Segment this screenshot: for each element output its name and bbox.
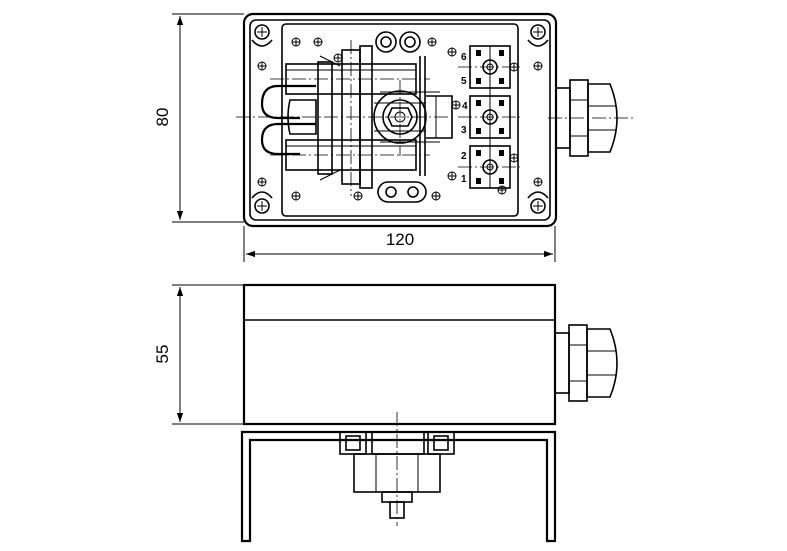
side-screw-left-top xyxy=(257,61,267,71)
corner-screw-br xyxy=(527,191,549,214)
corner-screws xyxy=(251,24,549,214)
cable-gland-top xyxy=(548,79,634,157)
side-screw-left-bottom xyxy=(257,177,267,187)
terminal-screws xyxy=(476,50,504,184)
corner-screw-bl xyxy=(251,191,273,214)
dim-label-height-side: 55 xyxy=(153,345,172,364)
terminal-label-1: 1 xyxy=(461,174,467,185)
side-view xyxy=(240,283,618,543)
terminal-label-3: 3 xyxy=(461,125,467,136)
rotary-element xyxy=(373,56,453,176)
mounting-bracket xyxy=(240,430,557,543)
mounting-plates xyxy=(317,40,373,196)
dim-label-height-top: 80 xyxy=(153,108,172,127)
mounting-stud xyxy=(339,412,455,526)
top-fittings xyxy=(375,31,421,53)
top-view: 6 5 4 3 2 1 xyxy=(236,12,634,228)
terminal-side-screws xyxy=(451,62,519,163)
side-screw-right-top xyxy=(533,61,543,71)
terminal-block: 6 5 4 3 2 1 xyxy=(451,45,520,189)
contact-upper xyxy=(270,63,430,95)
corner-screw-tr xyxy=(527,24,549,47)
dimension-lines: 80 120 55 xyxy=(153,13,556,425)
side-screw-right-bottom xyxy=(533,177,543,187)
cable-gland-side xyxy=(554,324,618,402)
contact-lower xyxy=(270,139,430,171)
housing-body xyxy=(242,283,557,426)
bottom-slot-fitting xyxy=(377,181,427,203)
corner-screw-tl xyxy=(251,24,273,47)
terminal-label-5: 5 xyxy=(461,76,467,87)
terminal-label-4: 4 xyxy=(462,101,468,112)
spring-loops xyxy=(236,84,450,156)
enclosure-inner-rim xyxy=(249,19,551,221)
terminal-label-2: 2 xyxy=(461,151,467,162)
mounting-holes xyxy=(291,37,507,201)
dim-label-width: 120 xyxy=(386,230,414,249)
terminal-label-6: 6 xyxy=(461,52,467,63)
cavity-outline xyxy=(281,23,519,217)
